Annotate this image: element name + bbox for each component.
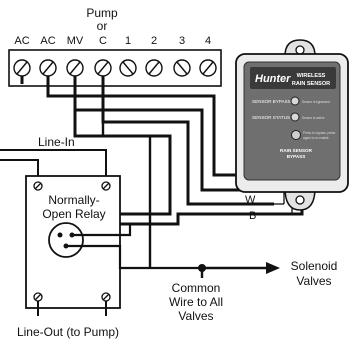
sensor-panel-label-line1: RAIN SENSOR bbox=[280, 148, 313, 153]
sensor-button-note-line2: again to re-enable bbox=[303, 136, 329, 140]
sensor-title-line1: WIRELESS bbox=[297, 73, 326, 79]
sensor-brand-logo: Hunter bbox=[255, 73, 291, 85]
sensor-face bbox=[243, 61, 341, 181]
terminal-label-c: C bbox=[99, 35, 107, 47]
terminal-label-1: 1 bbox=[125, 35, 131, 47]
terminal-screws bbox=[13, 59, 217, 77]
line-out-wires bbox=[37, 301, 107, 316]
wire-label-w: W bbox=[245, 194, 256, 206]
sensor-panel-label-line2: BYPASS bbox=[287, 154, 306, 159]
line-in-label: Line-In bbox=[38, 135, 75, 149]
or-label: or bbox=[97, 19, 108, 33]
sensor-header bbox=[250, 67, 336, 89]
sensor-wires bbox=[20, 76, 304, 226]
terminal-label-mv: MV bbox=[67, 35, 84, 47]
solenoid-arrow bbox=[266, 262, 280, 274]
sensor-bypass-button[interactable] bbox=[291, 130, 301, 140]
sensor-mount-hole-top bbox=[295, 45, 305, 55]
terminal-labels: AC AC MV C 1 2 3 4 bbox=[14, 35, 211, 47]
terminal-label-ac1: AC bbox=[14, 35, 29, 47]
sensor-mount-hole-bottom bbox=[295, 195, 305, 205]
sensor-bypass-led bbox=[290, 96, 300, 106]
common-label-line2: Wire to All bbox=[169, 295, 223, 309]
pump-label: Pump bbox=[86, 6, 118, 20]
relay-label-line1: Normally- bbox=[48, 193, 99, 207]
relay-coil-connector bbox=[48, 222, 84, 258]
wire-relay-to-common bbox=[66, 244, 202, 270]
terminal-label-4: 4 bbox=[205, 35, 211, 47]
sensor-status-note: Sensor is active bbox=[302, 116, 325, 120]
relay-wires bbox=[66, 224, 202, 270]
sensor-status-led bbox=[290, 112, 300, 122]
wire-relay-to-sensor bbox=[72, 224, 132, 237]
terminal-label-2: 2 bbox=[151, 35, 157, 47]
relay-label-line2: Open Relay bbox=[42, 207, 105, 221]
wire-relay-upper bbox=[73, 110, 172, 216]
solenoid-label-line2: Valves bbox=[296, 274, 331, 288]
solenoid-label-line1: Solenoid bbox=[291, 259, 338, 273]
sensor-bypass-label: SENSOR BYPASS bbox=[252, 99, 291, 104]
line-out-label: Line-Out (to Pump) bbox=[17, 325, 119, 339]
terminal-label-3: 3 bbox=[179, 35, 185, 47]
terminal-label-ac2: AC bbox=[40, 35, 55, 47]
common-label-line1: Common bbox=[172, 281, 221, 295]
wire-yellow-ac bbox=[46, 76, 256, 177]
sensor-status-label: SENSOR STATUS bbox=[252, 115, 290, 120]
wire-yellow-mv bbox=[73, 76, 262, 192]
common-label-line3: Valves bbox=[178, 309, 213, 323]
wire-label-b: B bbox=[249, 210, 256, 222]
common-junction-dot bbox=[198, 264, 206, 272]
sensor-bypass-note: Sensor is bypassed bbox=[302, 100, 330, 104]
wire-white-c bbox=[101, 76, 274, 206]
rain-sensor: Hunter WIRELESS RAIN SENSOR SENSOR BYPAS… bbox=[235, 39, 349, 211]
sensor-button-note-line1: Press to bypass, press bbox=[303, 131, 336, 135]
sensor-title-line2: RAIN SENSOR bbox=[292, 81, 330, 87]
